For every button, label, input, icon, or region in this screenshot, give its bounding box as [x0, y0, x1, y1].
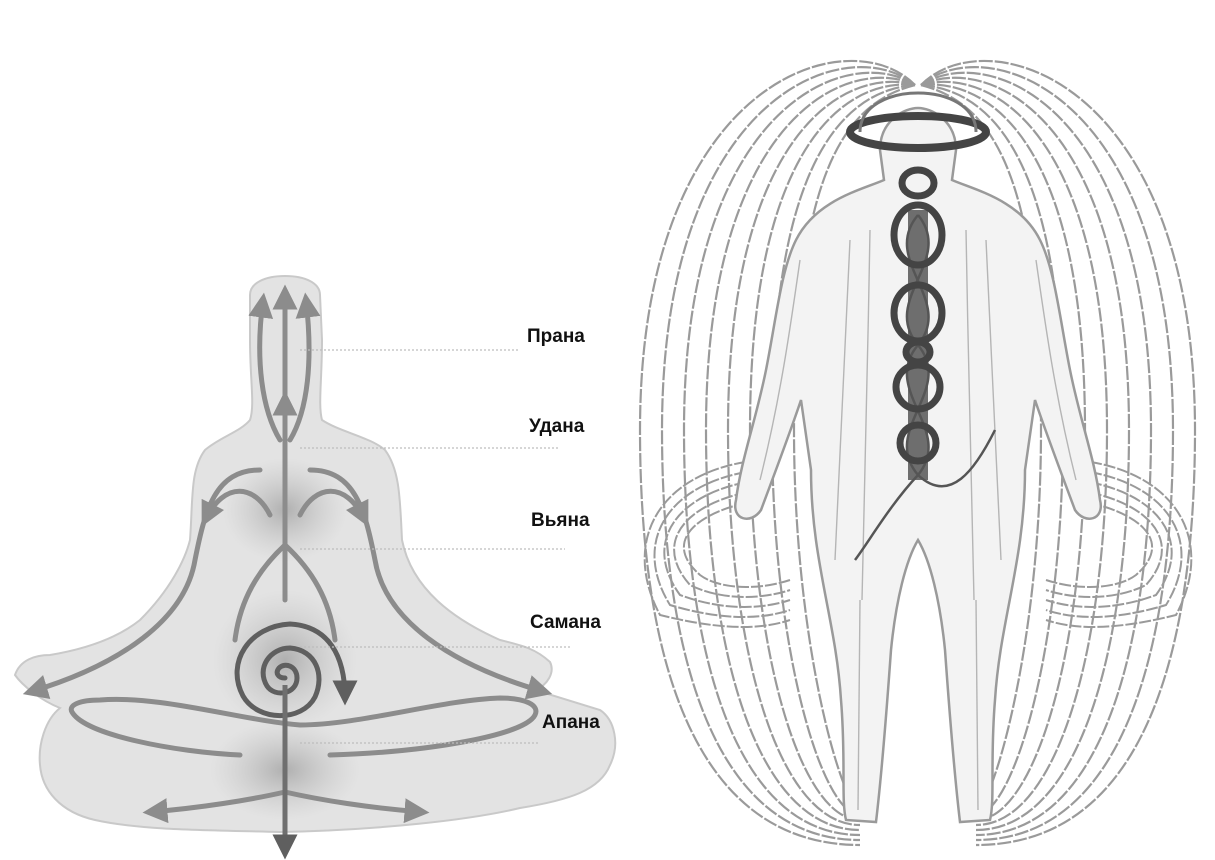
label-samana: Самана	[530, 612, 601, 633]
standing-figure	[640, 61, 1195, 845]
label-vyana: Вьяна	[531, 510, 590, 531]
hand-loop-left	[664, 480, 790, 607]
label-apana: Апана	[542, 712, 600, 733]
meditating-figure	[15, 276, 615, 852]
hand-loop-right	[1046, 480, 1172, 607]
label-udana: Удана	[529, 416, 585, 437]
label-prana: Прана	[527, 326, 585, 347]
